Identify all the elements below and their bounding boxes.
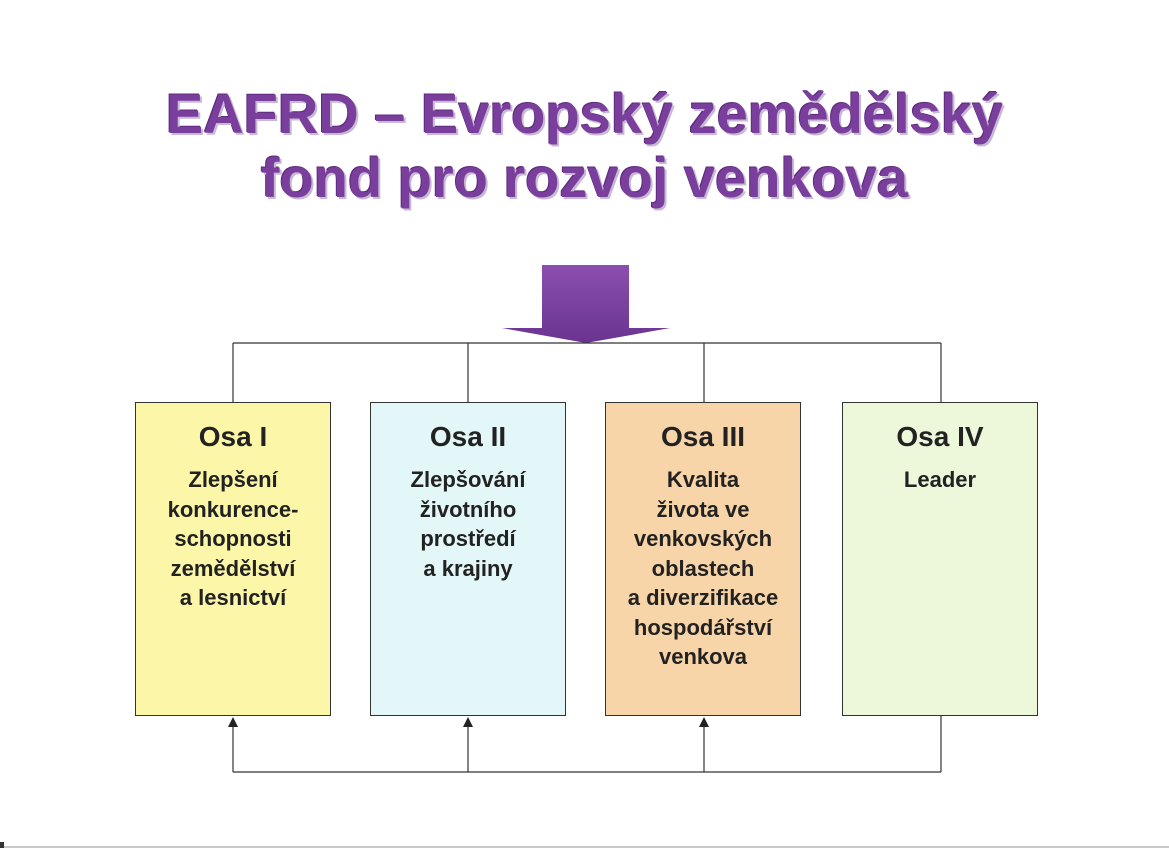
osa-1-name: Osa I	[198, 421, 268, 452]
arrowhead-up-icon	[463, 717, 473, 727]
osa-1-description: Zlepšení konkurence- schopnosti zeměděls…	[167, 467, 299, 610]
osa-3-name: Osa III	[660, 421, 746, 452]
arrowhead-up-icon	[228, 717, 238, 727]
slide-title: EAFRD – Evropský zemědělský fond pro roz…	[0, 82, 1169, 210]
down-arrow-icon	[502, 265, 670, 343]
osa-1-box: Osa I Zlepšení konkurence- schopnosti ze…	[135, 402, 331, 716]
scan-edge-mark	[0, 842, 4, 848]
osa-4-description: Leader	[903, 467, 977, 492]
title-line-2: fond pro rozvoj venkova	[260, 146, 909, 209]
osa-2-box: Osa II Zlepšování životního prostředí a …	[370, 402, 566, 716]
arrowhead-up-icon	[699, 717, 709, 727]
osa-3-description: Kvalita života ve venkovských oblastech …	[627, 467, 779, 669]
title-line-1: EAFRD – Evropský zemědělský	[165, 82, 1004, 145]
osa-2-name: Osa II	[429, 421, 507, 452]
scan-edge-line	[0, 846, 1169, 848]
osa-4-name: Osa IV	[896, 421, 984, 452]
osa-2-description: Zlepšování životního prostředí a krajiny	[410, 467, 526, 581]
osa-4-box: Osa IV Leader	[842, 402, 1038, 716]
osa-3-box: Osa III Kvalita života ve venkovských ob…	[605, 402, 801, 716]
